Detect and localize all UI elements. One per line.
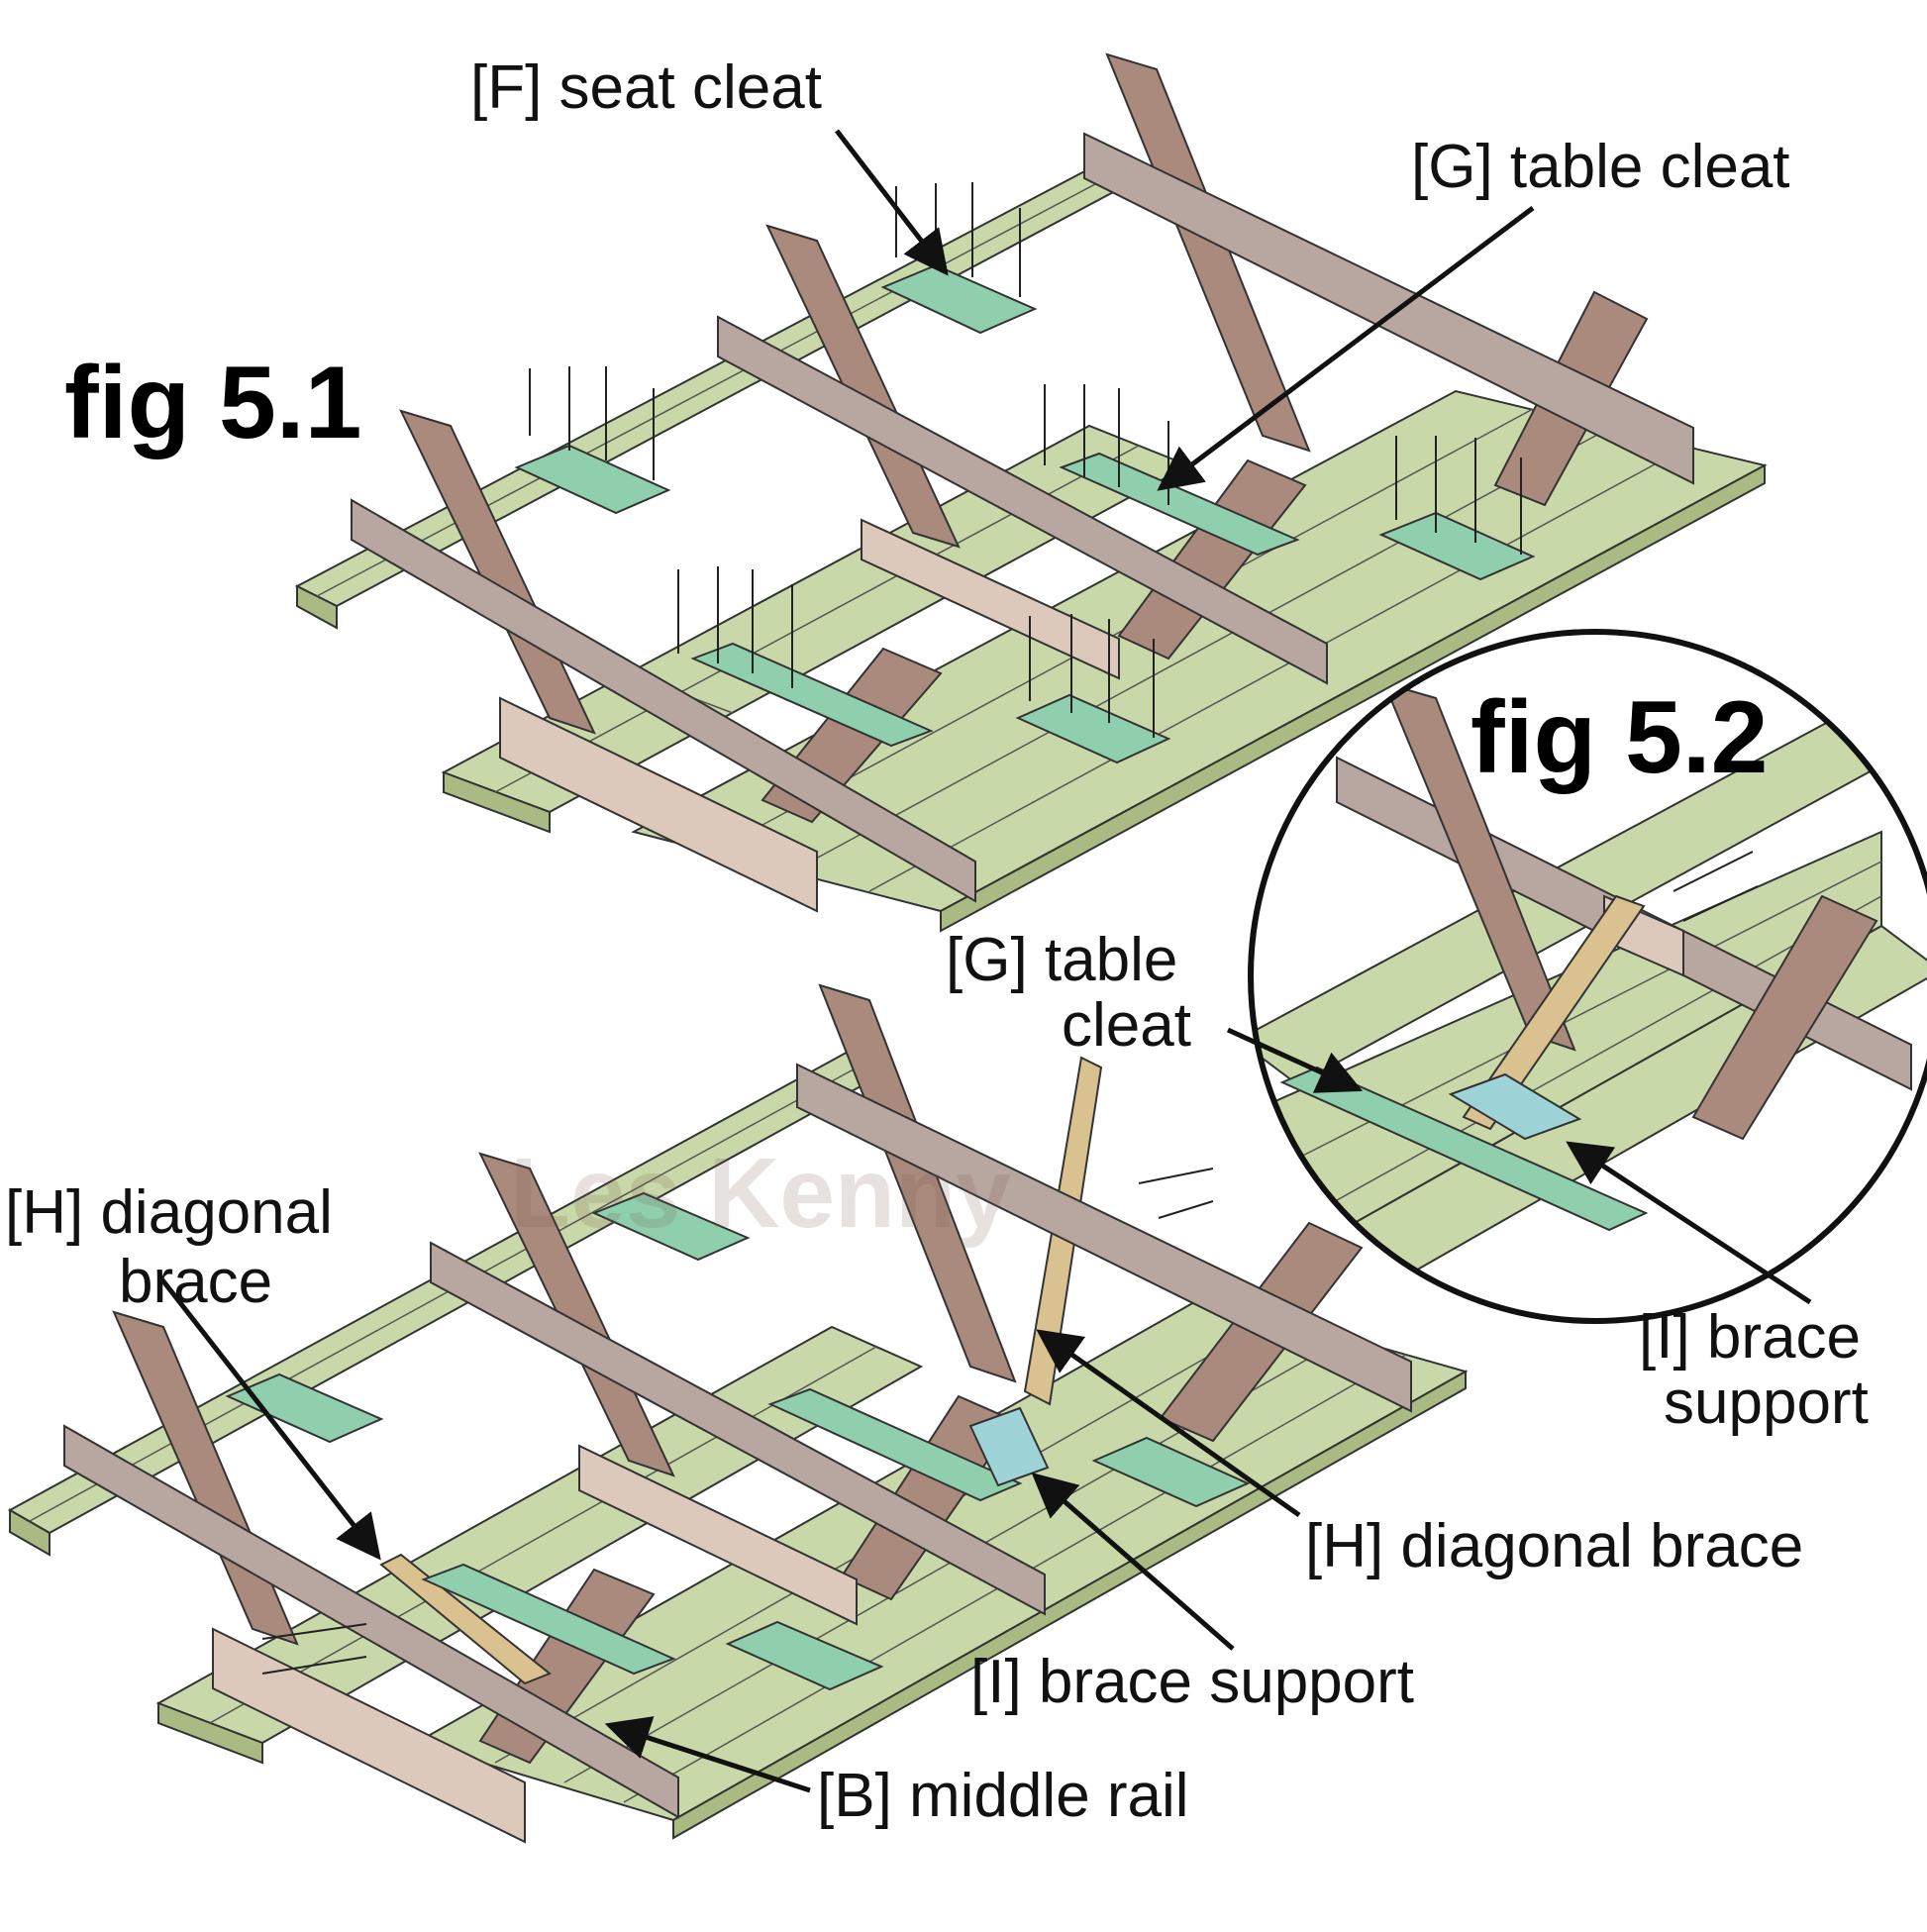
leader-arrows	[158, 129, 1812, 1793]
bottom-leg	[818, 983, 1017, 1383]
bottom-seat-cleat	[725, 1620, 884, 1691]
arrow-seat-cleat	[835, 129, 949, 276]
bottom-brace-support	[968, 1406, 1050, 1487]
fig51-rail	[1083, 132, 1694, 485]
label-middle-rail: [B] middle rail	[817, 1762, 1189, 1830]
fig51-rail	[499, 696, 818, 913]
bottom-seat-cleat	[591, 1191, 751, 1262]
bottom-table-cleat	[421, 1563, 676, 1676]
label-diagonal-brace-right: [H] diagonal brace	[1305, 1512, 1804, 1580]
bottom-rail	[63, 1424, 679, 1819]
bottom-rail	[796, 1063, 1412, 1413]
label-brace-support-bottom: [I] brace support	[970, 1648, 1415, 1716]
fig51-seat-cleat	[514, 444, 671, 515]
label-brace-support-inset-line1: [I] brace	[1639, 1303, 1861, 1372]
bottom-seat-cleat	[1091, 1436, 1251, 1508]
label-diagonal-brace-left-line1: [H] diagonal	[5, 1178, 333, 1247]
fig51-seat-cleat	[1015, 693, 1171, 764]
fig52-inset	[1248, 629, 1927, 1324]
bottom-diagonal-brace	[379, 1553, 552, 1685]
bottom-table-cleat	[767, 1387, 1023, 1502]
fig51-table-cleat	[1059, 452, 1300, 557]
bottom-assembly	[7, 983, 1469, 1844]
bottom-rail	[430, 1241, 1046, 1616]
fig51-rail	[717, 315, 1328, 685]
arrow-table-cleat-inset	[1226, 1027, 1364, 1093]
arrow-diagonal-brace-left	[158, 1275, 381, 1561]
fig51-rail	[861, 518, 1120, 680]
bottom-rail	[212, 1627, 526, 1844]
bottom-screws	[261, 1168, 1214, 1675]
arrow-middle-rail	[604, 1716, 811, 1793]
fig-5-2-title: fig 5.2	[1471, 680, 1769, 795]
fig51-table-top	[631, 389, 1768, 933]
arrow-table-cleat-top	[1157, 206, 1535, 491]
label-table-cleat-inset-line2: cleat	[1062, 991, 1191, 1060]
fig51-leg	[1105, 52, 1311, 453]
fig51-rail	[351, 498, 976, 903]
fig51-seat-cleat	[1378, 511, 1536, 581]
label-table-cleat-inset-line1: [G] table	[946, 926, 1178, 994]
fig-5-1-title: fig 5.1	[64, 346, 362, 460]
arrow-brace-support-bottom	[1031, 1473, 1235, 1651]
label-seat-cleat: [F] seat cleat	[470, 53, 822, 122]
fig51-screws	[529, 182, 1522, 738]
arrow-diagonal-brace-right	[1036, 1329, 1301, 1518]
bottom-rail	[578, 1444, 858, 1626]
fig51-assembly	[294, 52, 1768, 933]
watermark: Les Kenny	[510, 1138, 1011, 1249]
label-diagonal-brace-left-line2: brace	[119, 1248, 273, 1316]
bottom-seat-cleat	[225, 1373, 384, 1444]
label-table-cleat-top: [G] table cleat	[1411, 133, 1790, 201]
arrow-brace-support-inset	[1566, 1141, 1812, 1305]
label-brace-support-inset-line2: support	[1664, 1369, 1869, 1437]
